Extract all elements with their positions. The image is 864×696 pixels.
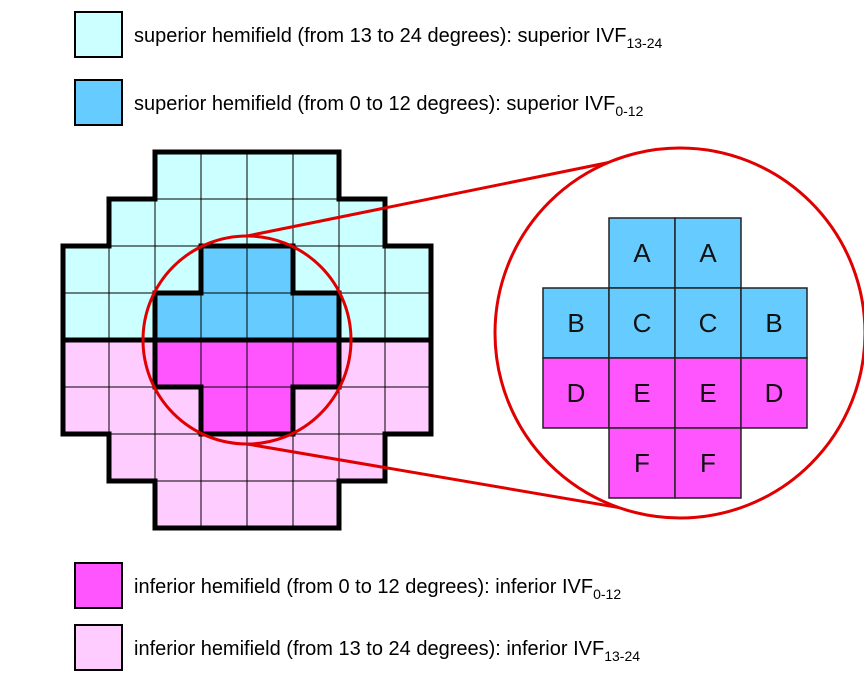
- zoom-cell: [542, 357, 610, 429]
- zoomed-central-field: A A B C C B D E E D F F: [246, 146, 864, 520]
- zoom-cell-label: B: [567, 308, 584, 338]
- legend-bottom: inferior hemifield (from 0 to 12 degrees…: [74, 562, 640, 671]
- field-cell: [246, 480, 294, 529]
- field-cell: [384, 339, 432, 388]
- field-cell: [154, 245, 202, 294]
- field-cell: [200, 386, 248, 435]
- zoom-connector-bottom: [246, 442, 681, 520]
- legend-item-superior_0_12: superior hemifield (from 0 to 12 degrees…: [74, 79, 644, 126]
- legend-swatch: [74, 562, 123, 609]
- zoom-cell: [608, 427, 676, 499]
- field-cell: [62, 339, 110, 388]
- field-cell: [154, 198, 202, 247]
- legend-item-inferior_13_24: inferior hemifield (from 13 to 24 degree…: [74, 624, 640, 671]
- field-cell: [292, 292, 340, 341]
- field-cell: [200, 480, 248, 529]
- field-cell: [292, 245, 340, 294]
- legend-label: superior hemifield (from 13 to 24 degree…: [134, 25, 662, 51]
- zoom-cell-label: F: [634, 448, 650, 478]
- legend-swatch: [74, 79, 123, 126]
- zoom-cell-label: A: [699, 238, 717, 268]
- zoom-cell-label: C: [633, 308, 652, 338]
- zoom-cell: [608, 287, 676, 359]
- field-cell: [154, 151, 202, 200]
- zoom-cell-label: E: [633, 378, 650, 408]
- field-cell: [108, 198, 156, 247]
- zoom-cell-label: B: [765, 308, 782, 338]
- field-cell: [338, 245, 386, 294]
- field-cell: [62, 245, 110, 294]
- field-cell: [154, 292, 202, 341]
- field-cell: [62, 292, 110, 341]
- zoom-cell: [674, 217, 742, 289]
- legend-label: inferior hemifield (from 13 to 24 degree…: [134, 638, 640, 664]
- field-cell: [246, 151, 294, 200]
- zoom-cell-label: D: [567, 378, 586, 408]
- field-cell: [338, 386, 386, 435]
- field-cell: [246, 292, 294, 341]
- field-cell: [200, 339, 248, 388]
- zoom-cell-label: F: [700, 448, 716, 478]
- field-cell: [154, 433, 202, 482]
- field-cell: [108, 245, 156, 294]
- field-cell: [246, 245, 294, 294]
- zoom-cell: [608, 217, 676, 289]
- zoom-cell: [674, 427, 742, 499]
- field-cell: [200, 245, 248, 294]
- legend-swatch: [74, 624, 123, 671]
- field-cell: [384, 292, 432, 341]
- field-cell: [154, 386, 202, 435]
- legend-item-inferior_0_12: inferior hemifield (from 0 to 12 degrees…: [74, 562, 621, 609]
- field-cell: [292, 339, 340, 388]
- field-cell: [384, 386, 432, 435]
- visual-field-grid: [60, 149, 434, 531]
- field-cell: [292, 480, 340, 529]
- field-cell: [154, 480, 202, 529]
- field-cell: [338, 433, 386, 482]
- zoom-cell-label: C: [699, 308, 718, 338]
- field-cell: [154, 339, 202, 388]
- field-cell: [338, 339, 386, 388]
- legend-label: superior hemifield (from 0 to 12 degrees…: [134, 93, 644, 119]
- field-cell: [108, 386, 156, 435]
- zoom-cell-label: D: [765, 378, 784, 408]
- field-cell: [200, 292, 248, 341]
- field-cell: [108, 433, 156, 482]
- field-cell: [108, 339, 156, 388]
- field-cell: [246, 386, 294, 435]
- field-cell: [338, 292, 386, 341]
- zoom-cell: [674, 287, 742, 359]
- zoom-cell: [674, 357, 742, 429]
- field-cell: [384, 245, 432, 294]
- zoom-cell-label: A: [633, 238, 651, 268]
- field-cell: [108, 292, 156, 341]
- legend-swatch: [74, 11, 123, 58]
- field-cell: [200, 151, 248, 200]
- legend-label: inferior hemifield (from 0 to 12 degrees…: [134, 576, 621, 602]
- legend-top: superior hemifield (from 13 to 24 degree…: [74, 11, 662, 126]
- zoom-cell-label: E: [699, 378, 716, 408]
- field-cell: [292, 386, 340, 435]
- region-outline: [60, 149, 434, 531]
- field-cell: [292, 151, 340, 200]
- field-cell: [62, 386, 110, 435]
- field-cell: [338, 198, 386, 247]
- field-cell: [246, 339, 294, 388]
- legend-item-superior_13_24: superior hemifield (from 13 to 24 degree…: [74, 11, 662, 58]
- zoom-cell: [740, 357, 808, 429]
